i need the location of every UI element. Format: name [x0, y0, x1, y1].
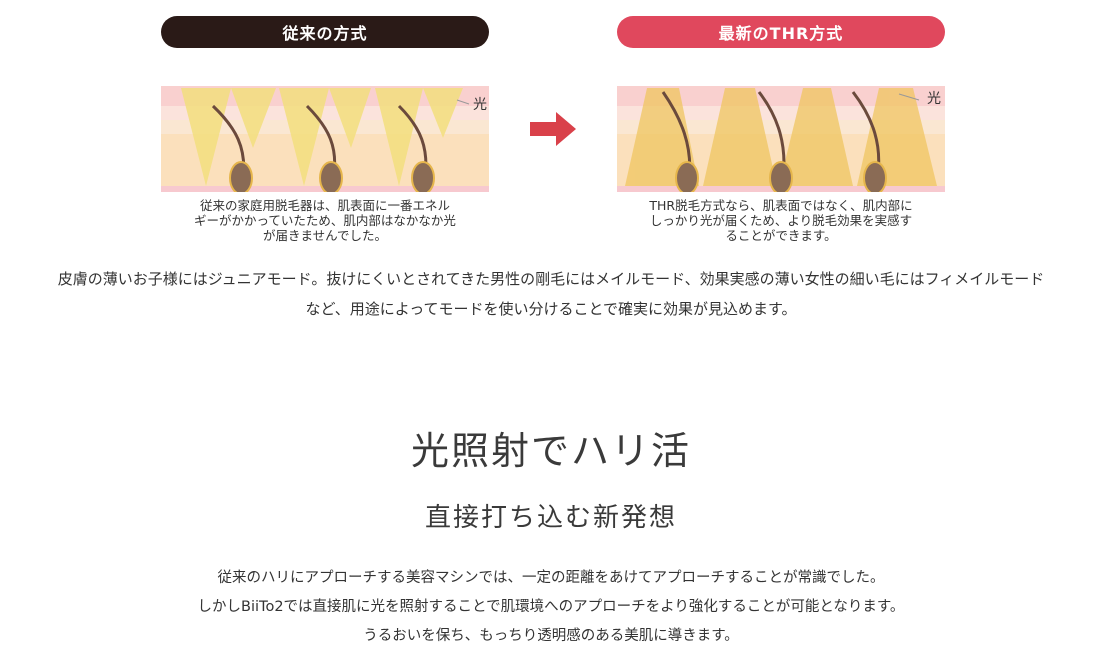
- conventional-hair-diagram: [161, 86, 489, 192]
- conventional-caption: 従来の家庭用脱毛器は、肌表面に一番エネル ギーがかかっていたため、肌内部はなかな…: [161, 198, 489, 243]
- caption-line: THR脱毛方式なら、肌表面ではなく、肌内部に: [649, 198, 913, 213]
- conventional-method-panel: 従来の方式: [161, 16, 489, 243]
- light-label: 光: [927, 91, 941, 107]
- thr-illustration: 光: [617, 48, 945, 192]
- caption-line: 従来の家庭用脱毛器は、肌表面に一番エネル: [199, 198, 450, 213]
- thr-caption: THR脱毛方式なら、肌表面ではなく、肌内部に しっかり光が届くため、より脱毛効果…: [617, 198, 945, 243]
- conventional-method-title: 従来の方式: [161, 16, 489, 48]
- right-arrow-icon: [530, 112, 576, 150]
- conventional-illustration: 光: [161, 48, 489, 192]
- intro-line: 皮膚の薄いお子様にはジュニアモード。抜けにくいとされてきた男性の剛毛にはメイルモ…: [57, 270, 1045, 288]
- caption-line: しっかり光が届くため、より脱毛効果を実感す: [649, 213, 913, 228]
- caption-line: ギーがかかっていたため、肌内部はなかなか光: [194, 213, 456, 228]
- thr-method-title: 最新のTHR方式: [617, 16, 945, 48]
- section-subheading: 直接打ち込む新発想: [424, 503, 677, 533]
- section-heading: 光照射でハリ活: [410, 429, 691, 473]
- caption-line: が届きませんでした。: [262, 228, 387, 243]
- caption-line: ることができます。: [725, 228, 837, 243]
- intro-line: など、用途によってモードを使い分けることで確実に効果が見込めます。: [305, 300, 797, 318]
- thr-hair-diagram: [617, 86, 945, 192]
- paragraph-line: 従来のハリにアプローチする美容マシンでは、一定の距離をあけてアプローチすることが…: [217, 570, 885, 586]
- mode-description: 皮膚の薄いお子様にはジュニアモード。抜けにくいとされてきた男性の剛毛にはメイルモ…: [0, 264, 1102, 324]
- light-label: 光: [473, 97, 487, 113]
- thr-method-panel: 最新のTHR方式: [617, 16, 945, 243]
- section-paragraph: 従来のハリにアプローチする美容マシンでは、一定の距離をあけてアプローチすることが…: [0, 564, 1102, 651]
- paragraph-line: うるおいを保ち、もっちり透明感のある美肌に導きます。: [363, 628, 739, 644]
- paragraph-line: しかしBiiTo2では直接肌に光を照射することで肌環境へのアプローチをより強化す…: [197, 599, 905, 615]
